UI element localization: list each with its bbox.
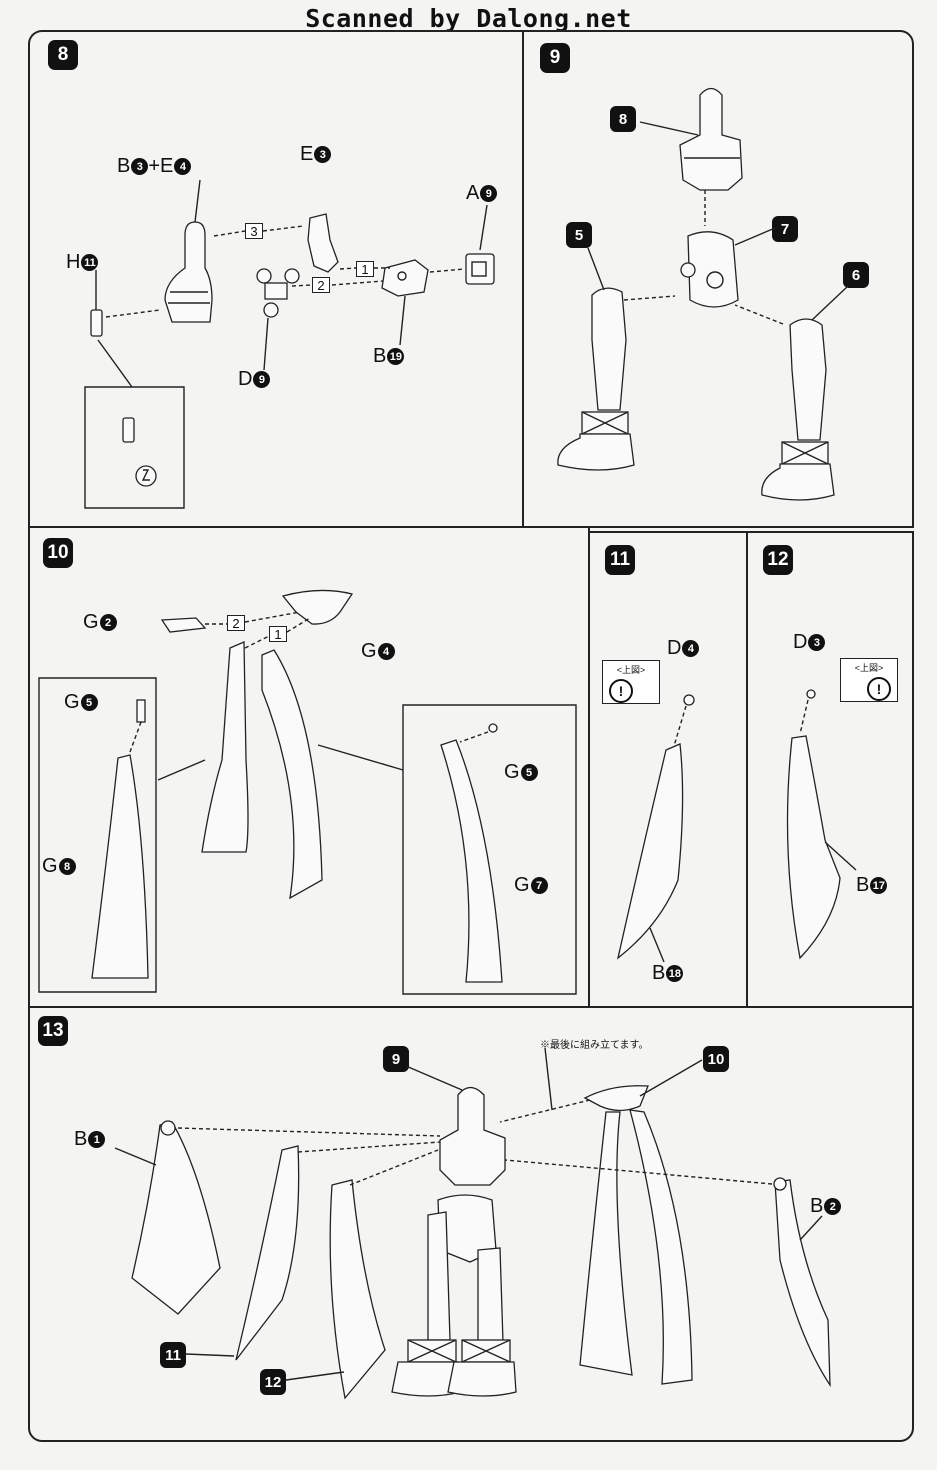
step-10-badge: 10 bbox=[43, 538, 73, 568]
scan-credit: Scanned by Dalong.net bbox=[305, 4, 632, 33]
sub-step-1: 1 bbox=[356, 261, 374, 277]
callout-11: 11 bbox=[160, 1342, 186, 1368]
callout-10: 10 bbox=[703, 1046, 729, 1072]
sub-step-3: 3 bbox=[245, 223, 263, 239]
warning-title: <上図> bbox=[854, 663, 884, 673]
callout-9: 9 bbox=[383, 1046, 409, 1072]
callout-6: 6 bbox=[843, 262, 869, 288]
panel-step-13 bbox=[28, 1006, 914, 1442]
sub-step-2-s10: 2 bbox=[227, 615, 245, 631]
warning-icon: ! bbox=[609, 679, 633, 703]
warning-title: <上図> bbox=[616, 665, 646, 675]
assembly-note: ※最後に組み立てます。 bbox=[540, 1040, 649, 1051]
step-12-badge: 12 bbox=[763, 545, 793, 575]
step-9-badge: 9 bbox=[540, 43, 570, 73]
warning-box-s12: <上図> ! bbox=[840, 658, 898, 702]
callout-8: 8 bbox=[610, 106, 636, 132]
sub-step-1-s10: 1 bbox=[269, 626, 287, 642]
step-13-badge: 13 bbox=[38, 1016, 68, 1046]
step-8-badge: 8 bbox=[48, 40, 78, 70]
panel-step-9 bbox=[522, 30, 914, 528]
callout-7: 7 bbox=[772, 216, 798, 242]
warning-icon: ! bbox=[867, 677, 891, 701]
callout-12: 12 bbox=[260, 1369, 286, 1395]
step-11-badge: 11 bbox=[605, 545, 635, 575]
warning-box-s11: <上図> ! bbox=[602, 660, 660, 704]
panel-step-8 bbox=[28, 30, 524, 528]
sub-step-2: 2 bbox=[312, 277, 330, 293]
callout-5: 5 bbox=[566, 222, 592, 248]
